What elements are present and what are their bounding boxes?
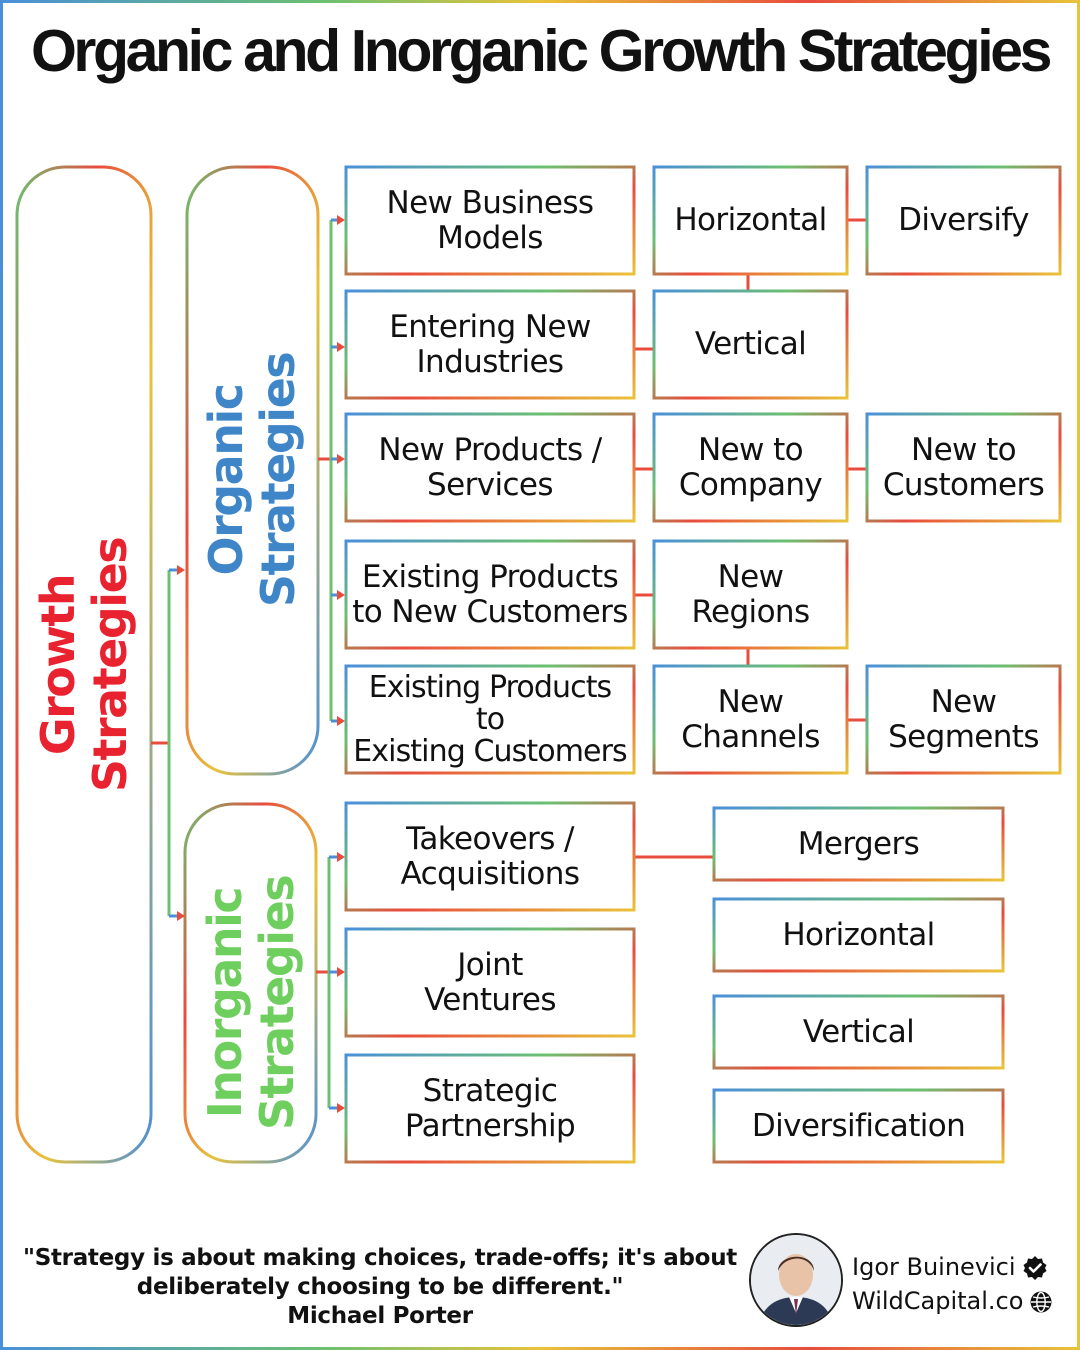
globe-icon — [1030, 1291, 1052, 1313]
box-label: Joint Ventures — [424, 946, 556, 1018]
box-mergers: Mergers — [716, 810, 1001, 878]
footer-quote: "Strategy is about making choices, trade… — [20, 1244, 740, 1331]
box-label: New Products / Services — [378, 431, 602, 503]
organic-pill — [185, 165, 320, 776]
box-entering-new-industries: Entering New Industries — [348, 293, 632, 396]
author-site-link[interactable]: WildCapital.co — [852, 1287, 1024, 1315]
box-diversification: Diversification — [716, 1092, 1001, 1160]
quote-line-2: deliberately choosing to be different." — [136, 1274, 624, 1300]
author-site-row[interactable]: WildCapital.co — [852, 1287, 1053, 1315]
quote-line-1: "Strategy is about making choices, trade… — [23, 1245, 737, 1271]
box-inorganic-vertical: Vertical — [716, 998, 1001, 1066]
box-label: New Regions — [691, 558, 810, 630]
organic-connectors — [318, 218, 338, 723]
box-label: Mergers — [797, 825, 920, 862]
inorganic-arrowheads — [337, 852, 345, 1113]
box-label: New Channels — [681, 683, 820, 755]
box-label: Entering New Industries — [389, 308, 591, 380]
inorganic-label-line1: Inorganic — [198, 887, 252, 1119]
box-new-to-company: New to Company — [656, 416, 845, 519]
growth-label-line2: Strategies — [83, 537, 137, 793]
growth-pill — [15, 165, 153, 1164]
box-label: New to Customers — [882, 431, 1045, 503]
box-inorganic-horizontal: Horizontal — [716, 901, 1001, 969]
box-takeovers-acquisitions: Takeovers / Acquisitions — [348, 805, 632, 908]
box-label: Diversification — [751, 1107, 966, 1144]
author-name: Igor Buinevici — [852, 1253, 1016, 1281]
box-new-to-customers: New to Customers — [869, 416, 1058, 519]
box-label: Vertical — [802, 1013, 915, 1050]
organic-row-links — [634, 218, 867, 859]
box-existing-products-existing-customers: Existing Products to Existing Customers — [348, 668, 632, 771]
box-label: New Segments — [888, 683, 1039, 755]
box-new-regions: New Regions — [656, 543, 845, 646]
box-joint-ventures: Joint Ventures — [348, 931, 632, 1034]
box-label: Horizontal — [674, 202, 827, 238]
arrow-organic — [177, 565, 185, 575]
box-horizontal: Horizontal — [656, 169, 845, 272]
box-existing-products-new-customers: Existing Products to New Customers — [348, 543, 632, 646]
box-vertical: Vertical — [656, 293, 845, 396]
growth-strategies-label: Growth Strategies — [31, 365, 137, 965]
page-title: Organic and Inorganic Growth Strategies — [30, 18, 1053, 84]
box-label: Existing Products to New Customers — [352, 558, 628, 630]
quote-author: Michael Porter — [287, 1303, 473, 1329]
box-label: Existing Products to Existing Customers — [353, 669, 627, 769]
box-label: Horizontal — [782, 916, 935, 953]
box-label: New to Company — [678, 431, 823, 503]
root-connectors — [151, 568, 181, 918]
organic-strategies-label: Organic Strategies — [199, 200, 305, 760]
inorganic-connectors — [316, 855, 338, 1110]
box-strategic-partnership: Strategic Partnership — [348, 1057, 632, 1160]
growth-label-line1: Growth — [31, 574, 85, 756]
box-label: Diversify — [898, 202, 1029, 238]
box-label: Strategic Partnership — [404, 1072, 576, 1144]
avatar — [749, 1233, 843, 1327]
box-diversify: Diversify — [869, 169, 1058, 272]
organic-label-line2: Strategies — [251, 352, 305, 608]
organic-label-line1: Organic — [199, 384, 253, 576]
avatar-portrait-icon — [751, 1235, 841, 1325]
verified-check-icon — [1023, 1256, 1047, 1280]
organic-arrowheads — [337, 215, 345, 726]
author-name-row: Igor Buinevici — [852, 1253, 1048, 1281]
box-label: New Business Models — [386, 184, 595, 256]
inorganic-pill — [183, 802, 318, 1164]
box-new-products-services: New Products / Services — [348, 416, 632, 519]
inorganic-strategies-label: Inorganic Strategies — [198, 723, 304, 1283]
box-label: Vertical — [694, 326, 807, 362]
arrow-inorganic — [177, 911, 185, 921]
box-new-segments: New Segments — [869, 668, 1058, 771]
box-new-channels: New Channels — [656, 668, 845, 771]
box-label: Takeovers / Acquisitions — [400, 820, 580, 892]
box-new-business-models: New Business Models — [348, 169, 632, 272]
inorganic-label-line2: Strategies — [250, 875, 304, 1131]
